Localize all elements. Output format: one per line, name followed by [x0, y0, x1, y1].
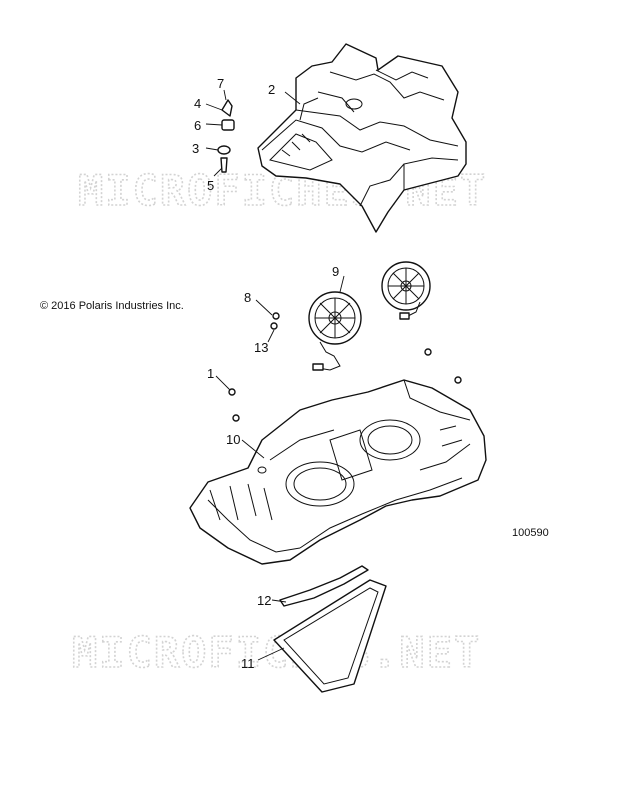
callout-9: 9	[332, 264, 339, 279]
retainer-clip-part	[217, 99, 235, 173]
callout-10: 10	[226, 432, 240, 447]
seal-strip-part	[279, 565, 369, 607]
callout-1: 1	[207, 366, 214, 381]
callout-12: 12	[257, 593, 271, 608]
callout-numbers: 2 7 4 6 3 5 9 8 13 1 10 12 11	[192, 76, 339, 671]
watermark-bottom: MICROFICHES.NET	[72, 628, 481, 677]
front-cover-part	[257, 43, 467, 233]
cooling-fan-left	[308, 291, 362, 371]
leader-lines	[205, 89, 345, 661]
copyright-notice: © 2016 Polaris Industries Inc.	[40, 300, 184, 312]
callout-5: 5	[207, 178, 214, 193]
callout-7: 7	[217, 76, 224, 91]
callout-4: 4	[194, 96, 201, 111]
callout-11: 11	[241, 656, 255, 671]
callout-6: 6	[194, 118, 201, 133]
callout-8: 8	[244, 290, 251, 305]
figure-number: 100590	[512, 527, 549, 539]
cooling-fan-right	[381, 261, 431, 320]
callout-2: 2	[268, 82, 275, 97]
callout-13: 13	[254, 340, 268, 355]
fasteners	[228, 312, 462, 422]
gasket-frame-part	[273, 579, 387, 693]
callout-3: 3	[192, 141, 199, 156]
front-fender-base-part	[189, 379, 487, 565]
